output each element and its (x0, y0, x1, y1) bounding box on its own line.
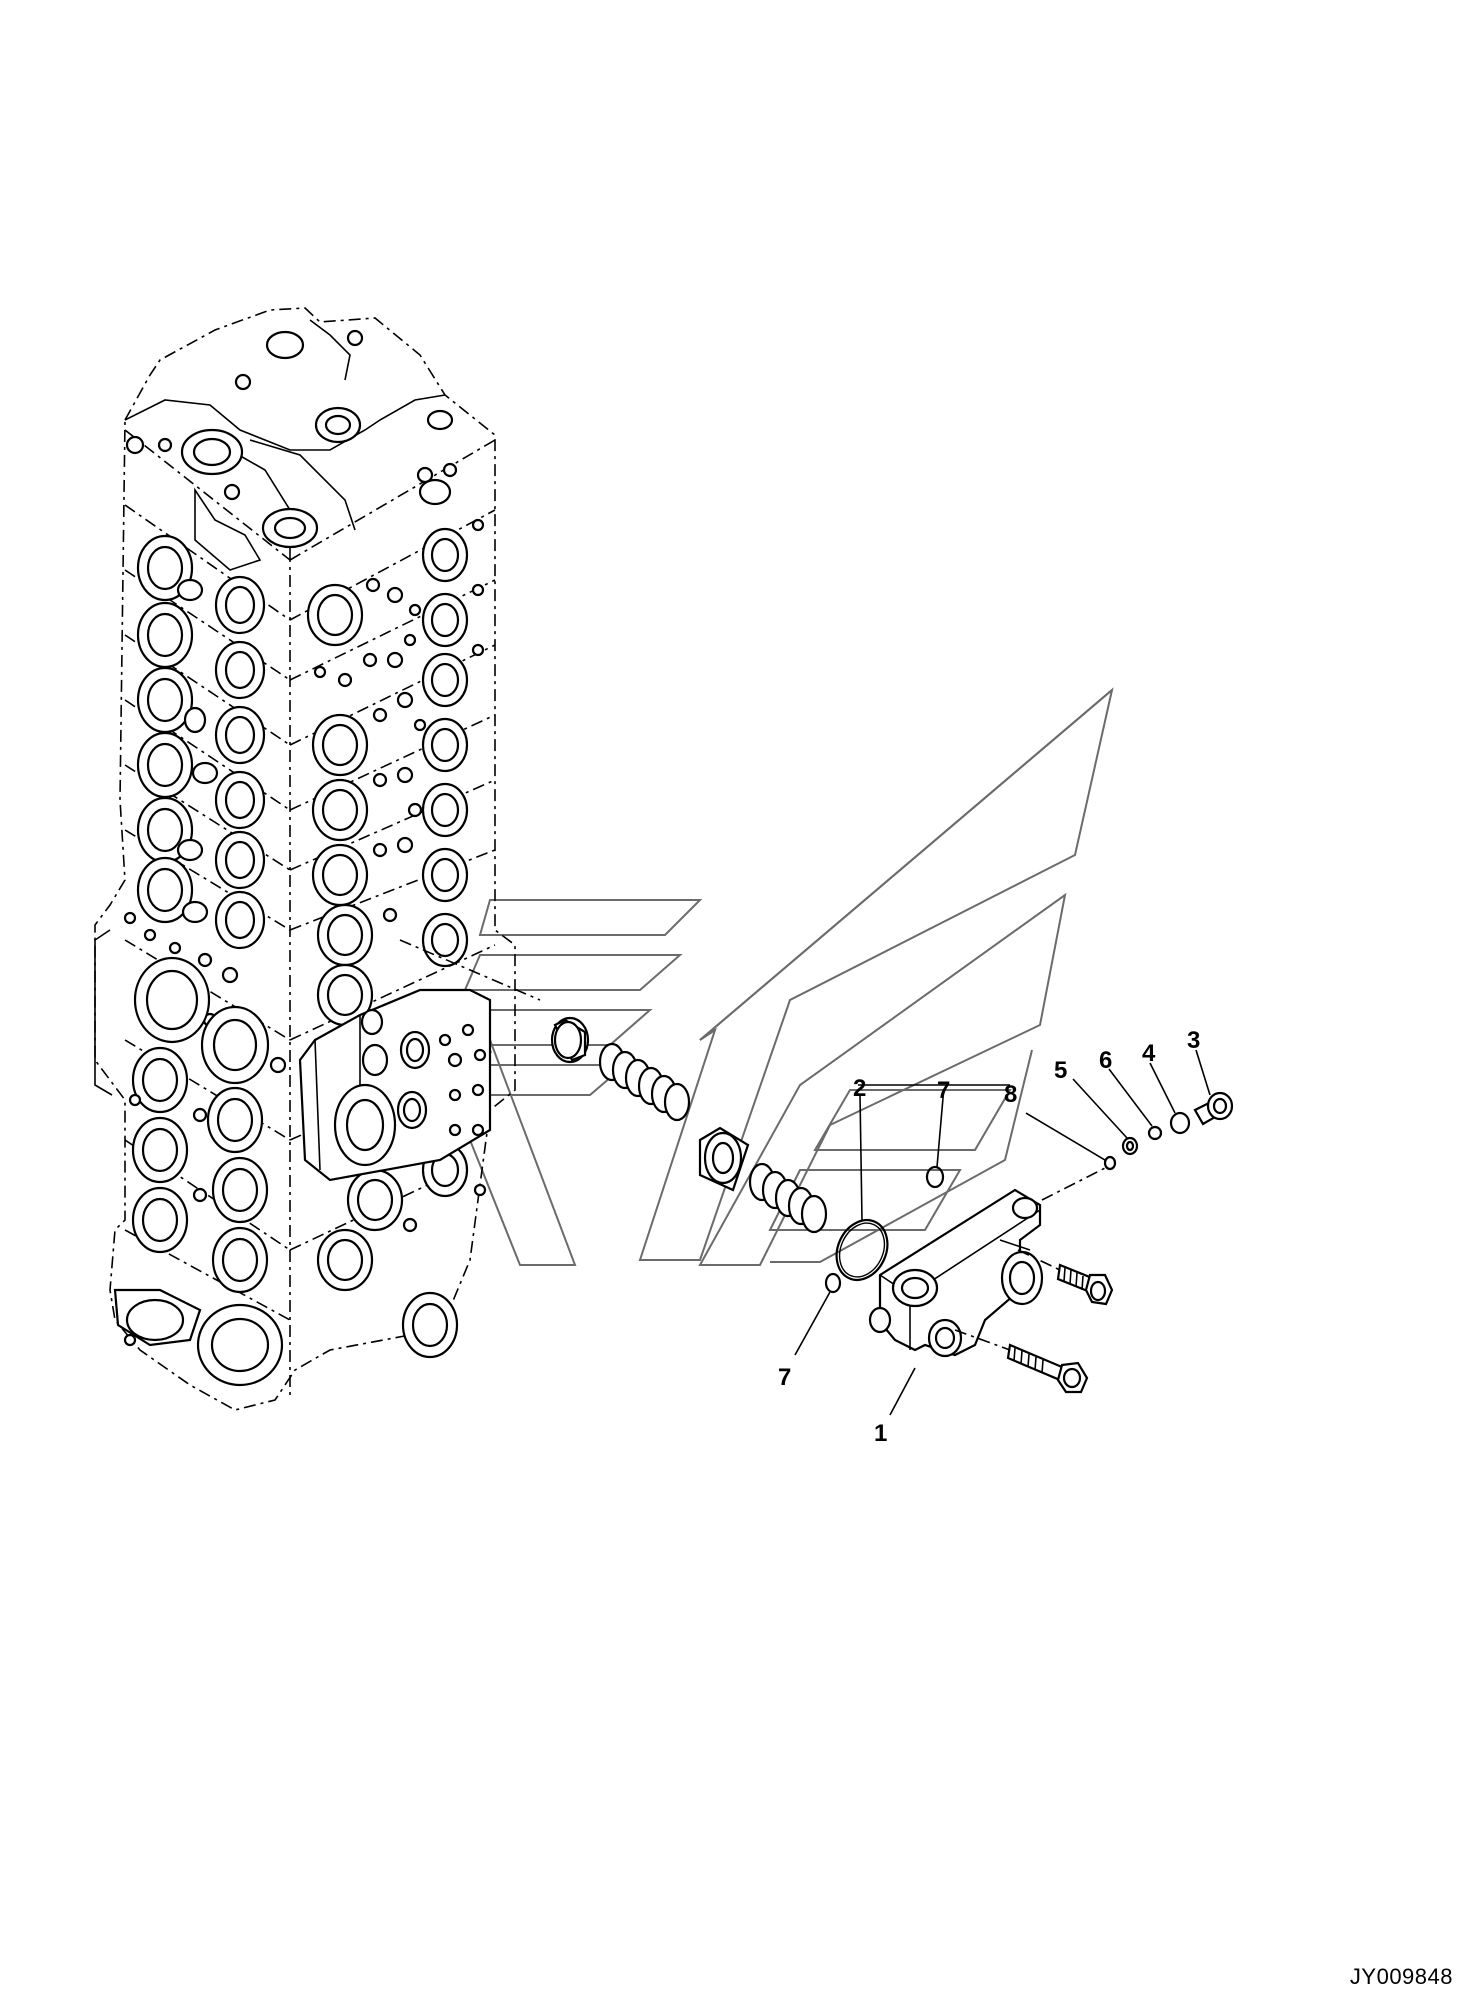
control-valve-body (94, 307, 516, 1411)
watermark-logo (429, 687, 1114, 1266)
callout-1: 1 (874, 1420, 887, 1447)
spool-assembly (399, 939, 828, 1234)
callout-7-upper: 7 (937, 1077, 950, 1104)
mounting-bolt-upper (1017, 1249, 1114, 1306)
o-ring-part-4 (1169, 1111, 1191, 1135)
ball-part-8 (1103, 1155, 1117, 1171)
callout-labels: 1 2 3 4 5 6 7 7 8 (778, 1027, 1200, 1447)
mounting-bolt-lower (954, 1329, 1089, 1394)
o-ring-large (835, 1219, 889, 1281)
callout-7-lower: 7 (778, 1364, 791, 1391)
spring-part-6 (1147, 1125, 1163, 1141)
leader-lines (794, 1049, 1211, 1416)
callout-4: 4 (1142, 1040, 1156, 1067)
valve-cover (868, 1188, 1044, 1358)
callout-6: 6 (1099, 1047, 1112, 1074)
callout-5: 5 (1054, 1057, 1067, 1084)
plug-part-3 (1193, 1091, 1234, 1126)
figure-reference-code: JY009848 (1349, 1964, 1453, 1989)
callout-2: 2 (853, 1075, 866, 1102)
o-ring-small-lower (824, 1272, 842, 1294)
callout-3: 3 (1187, 1027, 1200, 1054)
callout-8: 8 (1004, 1081, 1017, 1108)
o-ring-small-upper (925, 1165, 945, 1189)
check-valve-parts (1041, 1091, 1234, 1201)
